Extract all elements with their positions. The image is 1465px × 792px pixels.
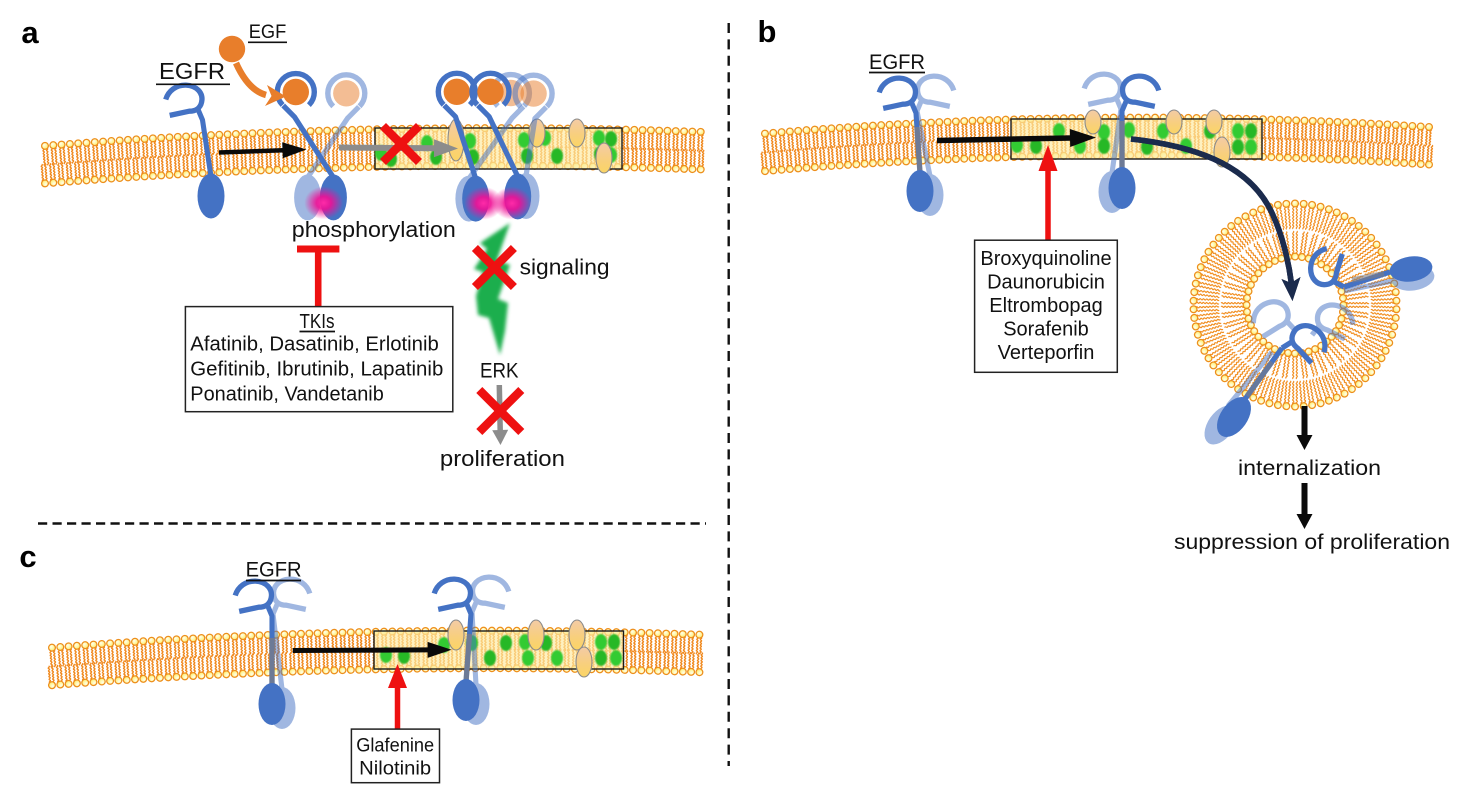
svg-text:TKIs: TKIs: [300, 311, 335, 333]
svg-text:Glafenine: Glafenine: [356, 736, 434, 757]
svg-text:phosphorylation: phosphorylation: [292, 217, 456, 242]
svg-text:Nilotinib: Nilotinib: [359, 759, 431, 780]
svg-text:a: a: [21, 15, 39, 50]
svg-text:ERK: ERK: [480, 360, 519, 383]
svg-text:proliferation: proliferation: [440, 446, 565, 471]
svg-text:EGFR: EGFR: [869, 50, 925, 74]
svg-text:EGFR: EGFR: [159, 58, 225, 84]
svg-text:Eltrombopag: Eltrombopag: [989, 295, 1102, 317]
svg-text:b: b: [758, 14, 777, 49]
svg-text:Gefitinib, Ibrutinib, Lapatini: Gefitinib, Ibrutinib, Lapatinib: [190, 359, 443, 381]
svg-text:EGFR: EGFR: [246, 558, 302, 582]
svg-text:Ponatinib, Vandetanib: Ponatinib, Vandetanib: [190, 384, 383, 406]
svg-text:Afatinib, Dasatinib, Erlotinib: Afatinib, Dasatinib, Erlotinib: [190, 334, 439, 356]
svg-text:suppression of proliferation: suppression of proliferation: [1174, 530, 1450, 554]
svg-text:Daunorubicin: Daunorubicin: [987, 272, 1105, 294]
svg-text:internalization: internalization: [1238, 456, 1381, 480]
svg-text:Sorafenib: Sorafenib: [1003, 319, 1089, 341]
svg-text:EGF: EGF: [249, 21, 287, 43]
svg-text:c: c: [19, 539, 36, 574]
svg-text:Broxyquinoline: Broxyquinoline: [980, 248, 1111, 270]
svg-text:signaling: signaling: [520, 255, 610, 280]
svg-text:Verteporfin: Verteporfin: [998, 342, 1095, 364]
